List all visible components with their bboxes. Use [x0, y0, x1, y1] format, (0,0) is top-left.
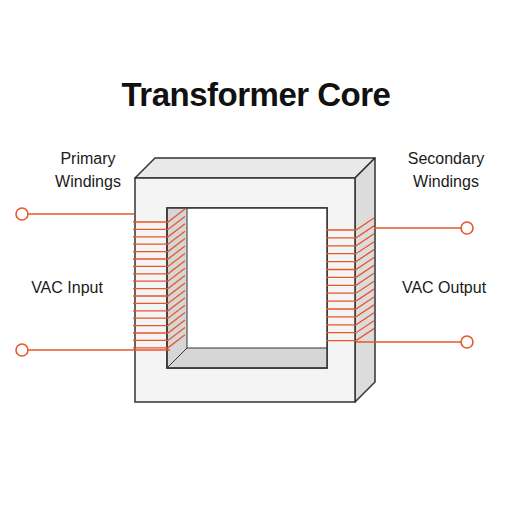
- winding-label: Primary Windings: [32, 147, 144, 193]
- primary-winding: [133, 268, 185, 281]
- core-window: [167, 208, 327, 368]
- primary-winding: [133, 313, 185, 326]
- primary-winding: [133, 224, 185, 237]
- secondary-winding: [326, 321, 374, 333]
- secondary-winding: [326, 226, 374, 238]
- secondary-winding: [326, 313, 374, 325]
- terminal: [16, 344, 28, 356]
- primary-winding: [133, 216, 185, 229]
- secondary-winding: [326, 273, 374, 285]
- primary-winding: [133, 246, 185, 259]
- terminal: [461, 336, 473, 348]
- coil-windings: [133, 209, 374, 348]
- primary-winding: [133, 239, 185, 252]
- core-front-face: [135, 178, 355, 402]
- core-inner-wall: [167, 348, 327, 368]
- secondary-winding: [326, 242, 374, 254]
- terminal: [461, 222, 473, 234]
- secondary-winding: [326, 265, 374, 277]
- primary-winding: [133, 209, 185, 222]
- lead-wire: [28, 349, 170, 351]
- primary-winding: [133, 253, 185, 266]
- core-top-face: [135, 158, 375, 178]
- signal-label: VAC Output: [388, 276, 500, 299]
- primary-winding: [133, 261, 185, 274]
- secondary-winding: [326, 258, 374, 270]
- winding-label: Secondary Windings: [387, 147, 505, 193]
- secondary-winding: [326, 218, 374, 230]
- secondary-winding: [326, 234, 374, 246]
- secondary-winding: [326, 305, 374, 317]
- lead-wire: [374, 227, 461, 229]
- secondary-winding: [326, 289, 374, 301]
- lead-wire: [356, 341, 461, 343]
- core-window-edge: [167, 208, 327, 368]
- secondary-winding: [326, 281, 374, 293]
- primary-winding: [133, 276, 185, 289]
- primary-winding: [133, 290, 185, 303]
- secondary-winding: [326, 250, 374, 262]
- secondary-winding: [326, 297, 374, 309]
- signal-label: VAC Input: [12, 276, 122, 299]
- primary-winding: [133, 335, 185, 348]
- primary-winding: [133, 305, 185, 318]
- secondary-winding: [326, 329, 374, 341]
- lead-wire: [28, 213, 134, 215]
- diagram-title: Transformer Core: [122, 71, 391, 119]
- terminal: [16, 208, 28, 220]
- primary-winding: [133, 231, 185, 244]
- primary-winding: [133, 298, 185, 311]
- primary-winding: [133, 320, 185, 333]
- primary-winding: [133, 327, 185, 340]
- primary-winding: [133, 283, 185, 296]
